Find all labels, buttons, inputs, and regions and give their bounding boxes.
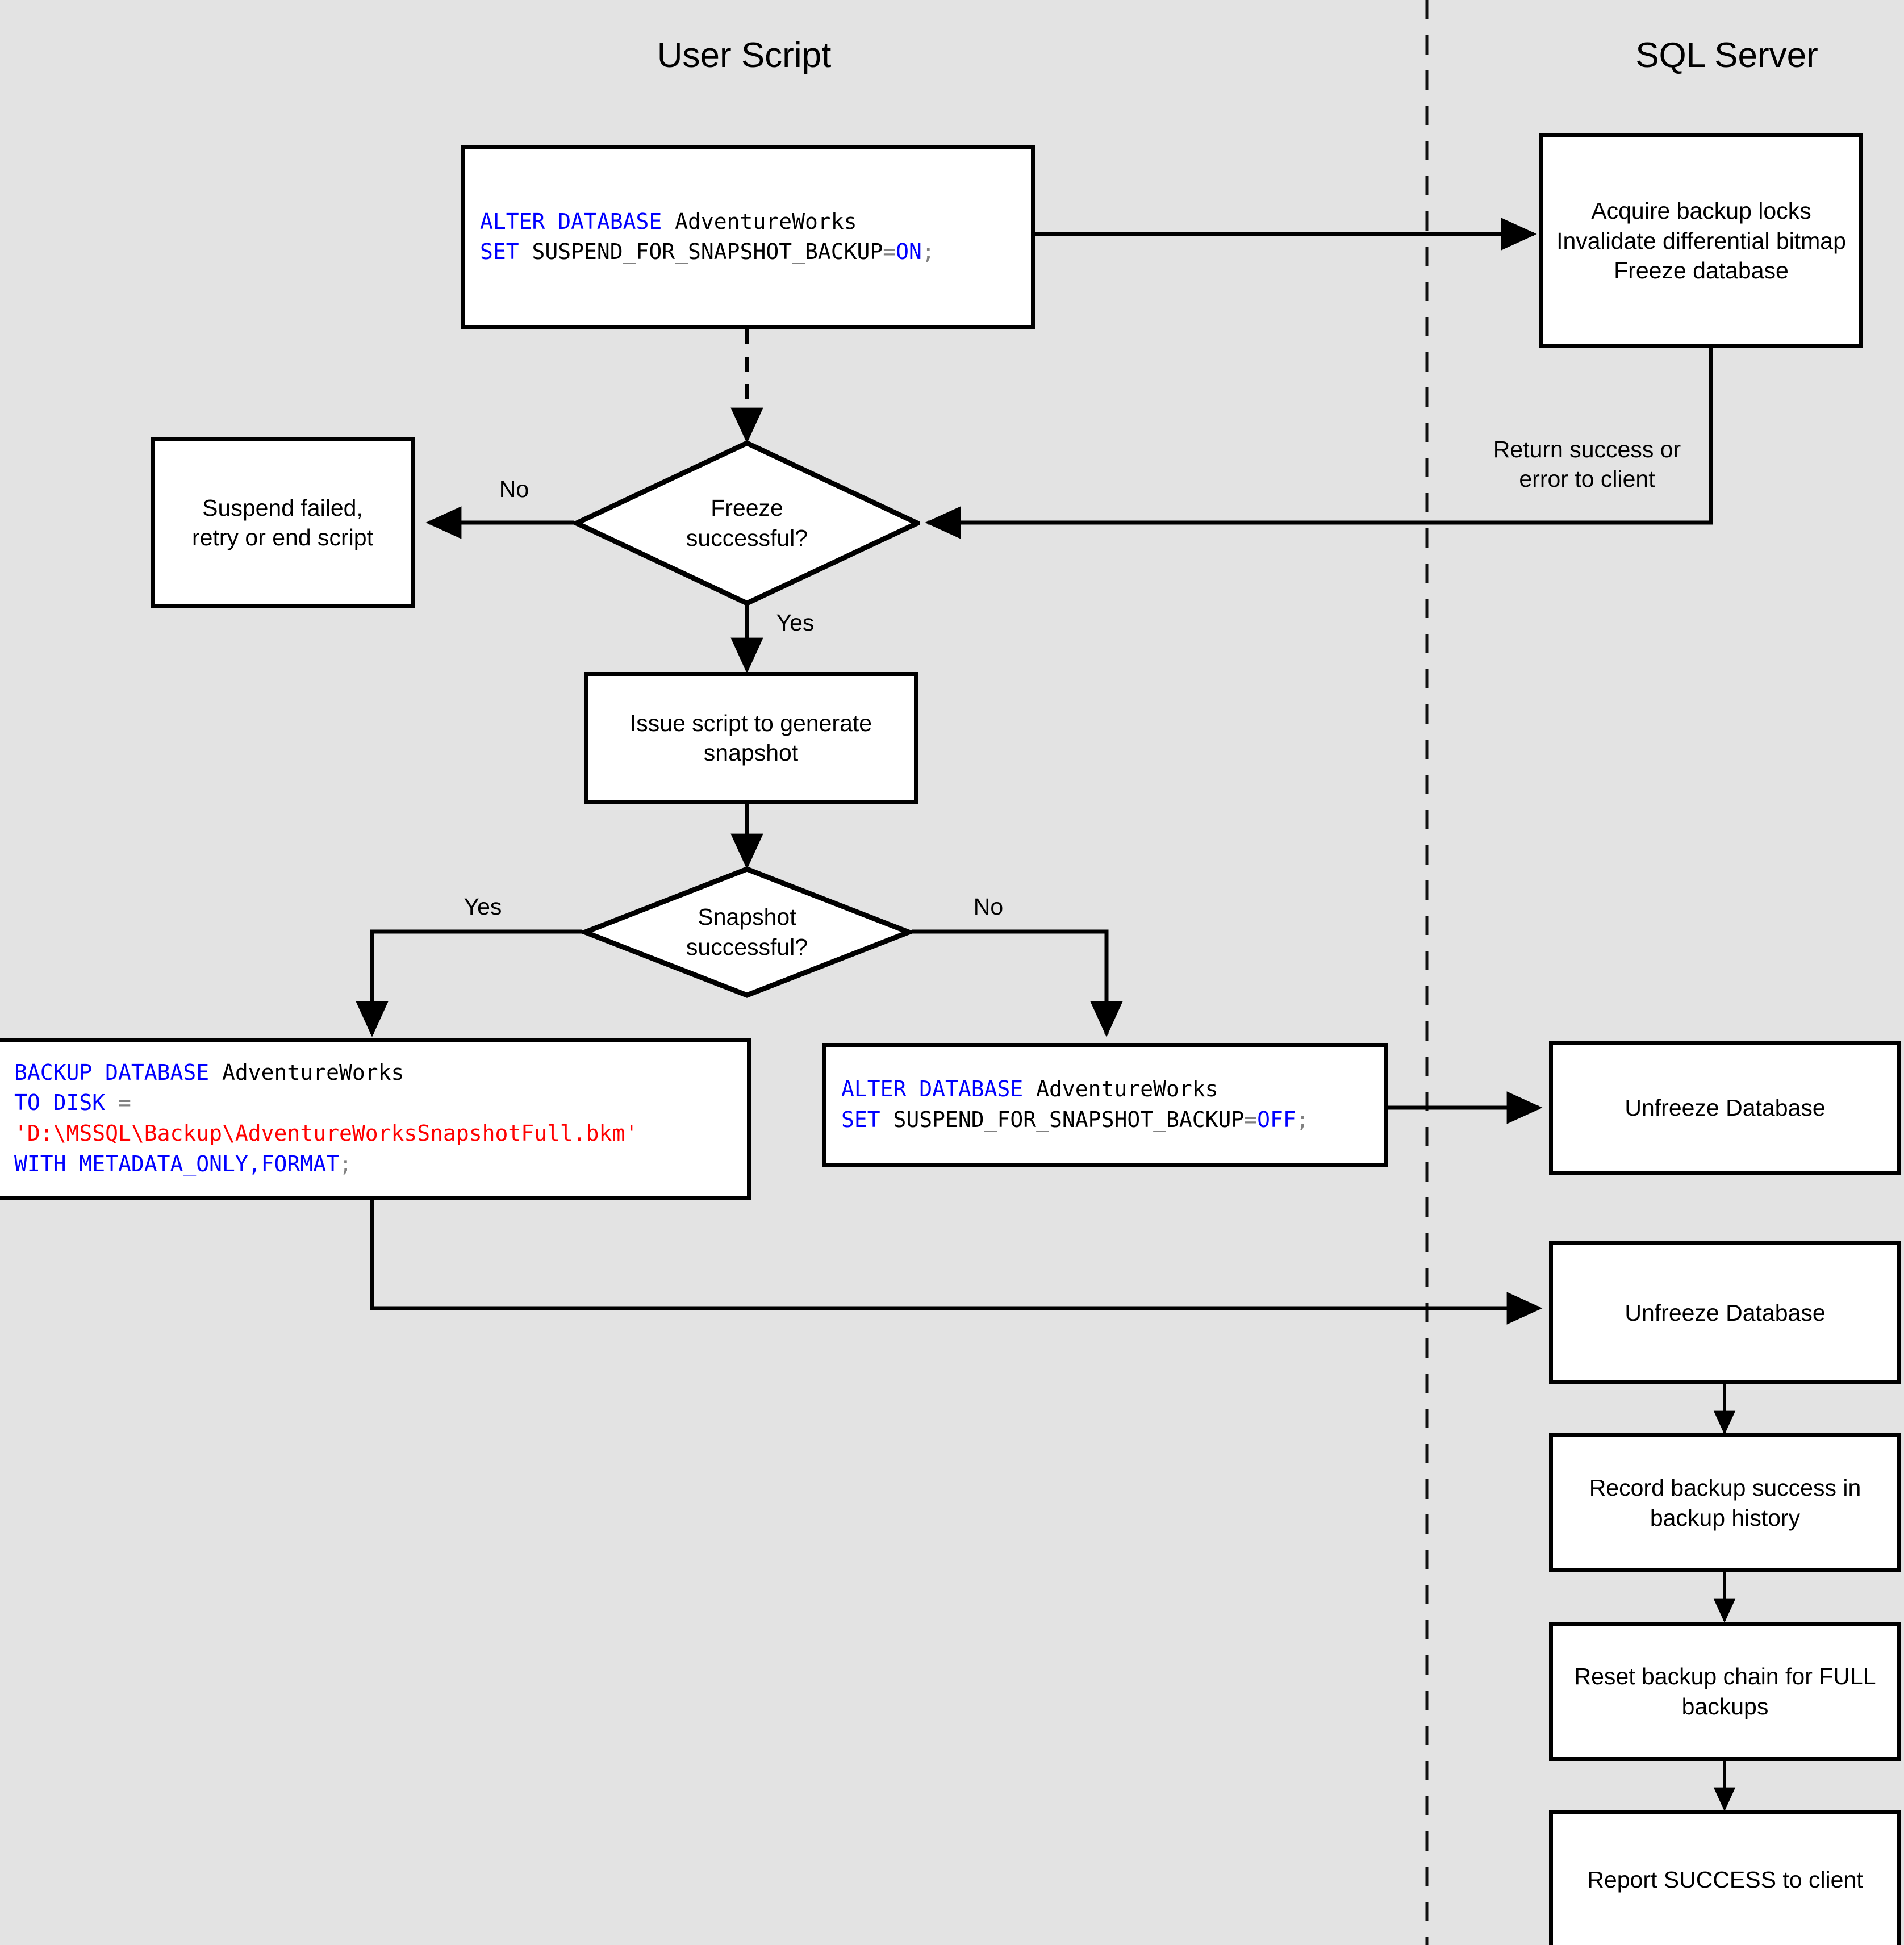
snapshot-diamond-shape (582, 866, 912, 998)
edge-label-freeze-no: No (499, 476, 529, 502)
node-snapshot-successful[interactable]: Snapshot successful? (582, 866, 912, 998)
node-freeze-successful-label: Freeze successful? (686, 494, 808, 551)
lane-title-user-script: User Script (657, 36, 832, 75)
lane-title-sql-server: SQL Server (1635, 36, 1818, 75)
freeze-diamond-shape (574, 440, 920, 606)
node-backup-database[interactable]: BACKUP DATABASE AdventureWorks TO DISK =… (0, 1038, 751, 1200)
edge-label-snapshot-no: No (973, 894, 1004, 920)
node-issue-script[interactable]: Issue script to generate snapshot (584, 672, 918, 804)
node-record-backup-success[interactable]: Record backup success in backup history (1549, 1433, 1901, 1572)
node-backup-database-code: BACKUP DATABASE AdventureWorks TO DISK =… (14, 1059, 638, 1177)
edge-label-return-to-client: Return success or error to client (1493, 436, 1681, 492)
node-suspend-failed[interactable]: Suspend failed, retry or end script (151, 437, 415, 608)
edge-backup-to-unfreeze-2 (370, 1200, 1543, 1325)
node-alter-database-on-code: ALTER DATABASE AdventureWorks SET SUSPEN… (480, 208, 935, 265)
edge-label-snapshot-yes: Yes (464, 894, 502, 920)
node-report-success[interactable]: Report SUCCESS to client (1549, 1810, 1901, 1945)
node-snapshot-successful-label: Snapshot successful? (686, 903, 808, 960)
node-alter-database-on[interactable]: ALTER DATABASE AdventureWorks SET SUSPEN… (461, 145, 1035, 329)
node-freeze-successful[interactable]: Freeze successful? (574, 440, 920, 606)
edge-snapshot-no-to-alter-off (912, 929, 1123, 1037)
edge-snapshot-yes-to-backup (356, 929, 582, 1037)
node-reset-backup-chain[interactable]: Reset backup chain for FULL backups (1549, 1622, 1901, 1761)
node-unfreeze-database-1[interactable]: Unfreeze Database (1549, 1041, 1901, 1175)
edge-label-freeze-yes: Yes (776, 610, 815, 636)
node-unfreeze-database-2[interactable]: Unfreeze Database (1549, 1241, 1901, 1384)
node-alter-database-off[interactable]: ALTER DATABASE AdventureWorks SET SUSPEN… (822, 1043, 1388, 1167)
node-acquire-backup-locks[interactable]: Acquire backup locks Invalidate differen… (1539, 133, 1863, 348)
node-alter-database-off-code: ALTER DATABASE AdventureWorks SET SUSPEN… (841, 1076, 1309, 1132)
